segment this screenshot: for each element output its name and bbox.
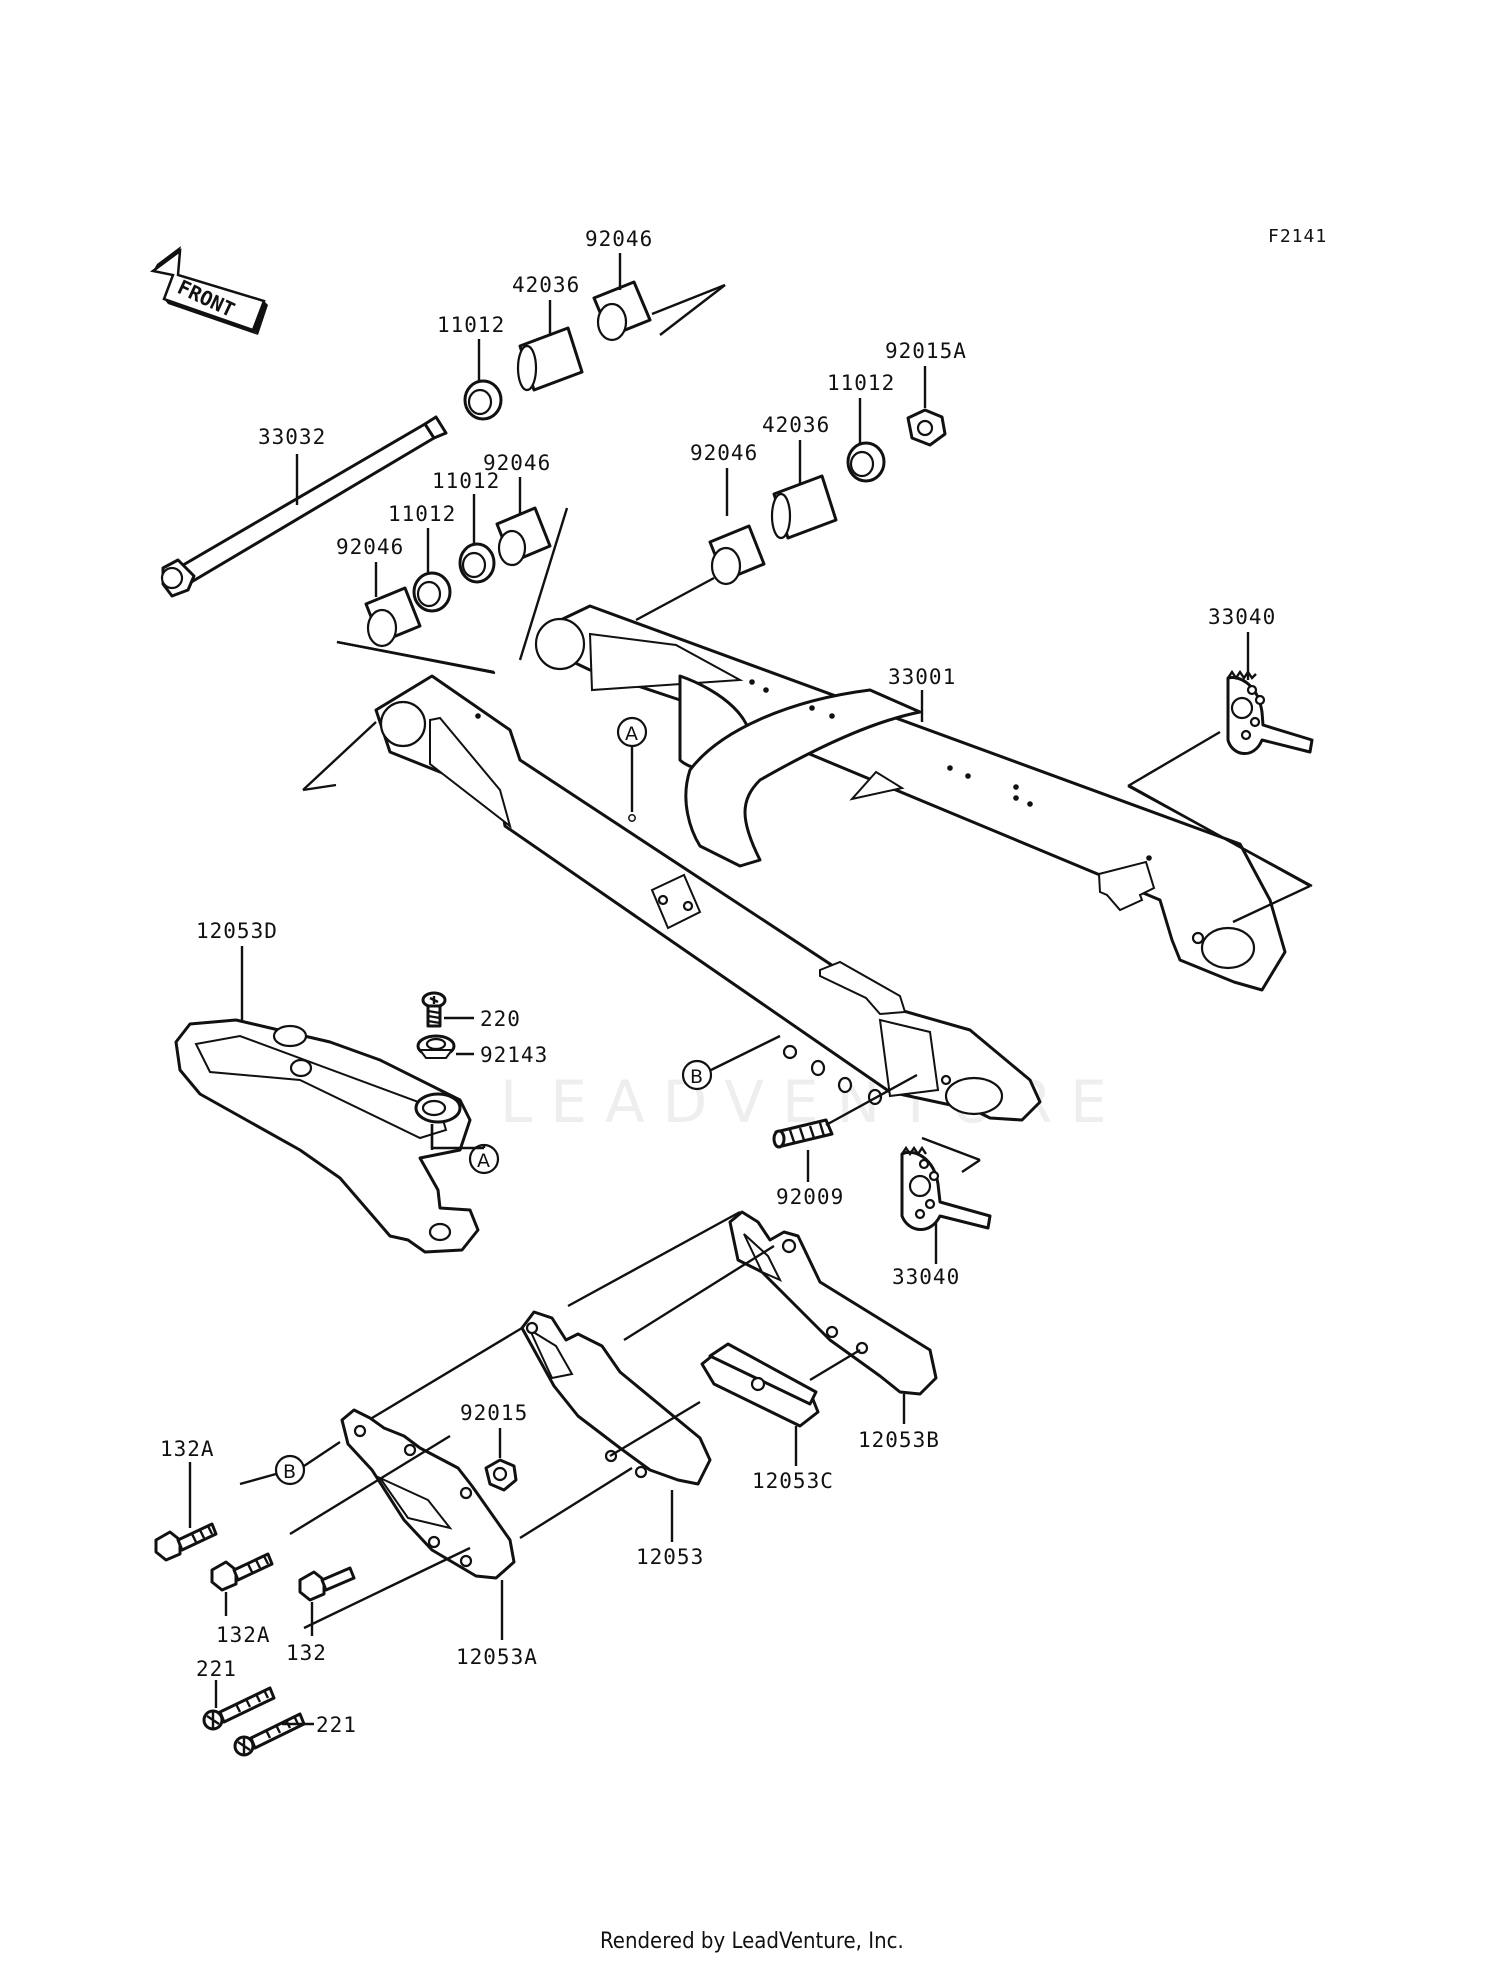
- chain-guide-12053D: [174, 1018, 480, 1254]
- callout-11012-right: 11012: [827, 371, 895, 395]
- callout-12053D: 12053D: [196, 919, 278, 943]
- front-arrow-icon: FRONT: [149, 246, 268, 335]
- bearing-92046-mid: [495, 506, 552, 567]
- seal-11012-right: [846, 441, 886, 483]
- bearing-92046-right: [708, 524, 766, 586]
- ref-marker-a-guide: A: [468, 1143, 500, 1175]
- seal-11012-mid1: [458, 542, 496, 584]
- callout-92046-top: 92046: [585, 227, 653, 251]
- washer-92143: [416, 1034, 456, 1059]
- callout-11012-mid2: 11012: [388, 502, 456, 526]
- callout-92046-right: 92046: [690, 441, 758, 465]
- svg-text:B: B: [283, 1461, 296, 1483]
- bolt-132: [298, 1566, 356, 1602]
- seal-11012-mid2: [412, 571, 452, 613]
- chain-guide-12053: [520, 1310, 712, 1486]
- chain-adjuster-33040-top: [1226, 669, 1314, 755]
- svg-text:A: A: [477, 1150, 490, 1172]
- callout-92143: 92143: [480, 1043, 548, 1067]
- callout-92015: 92015: [460, 1401, 528, 1425]
- seal-11012-top: [463, 379, 503, 421]
- ref-marker-a-swingarm: A: [616, 716, 648, 748]
- chain-guide-12053B: [728, 1210, 938, 1396]
- callout-92015A: 92015A: [885, 339, 967, 363]
- callout-132: 132: [286, 1641, 327, 1665]
- callout-12053A: 12053A: [456, 1645, 538, 1669]
- svg-text:B: B: [690, 1066, 703, 1088]
- callout-33032: 33032: [258, 425, 326, 449]
- callout-132A-top: 132A: [160, 1437, 215, 1461]
- callout-11012-mid1: 11012: [432, 469, 500, 493]
- chain-guide-12053C: [700, 1342, 820, 1428]
- pivot-shaft-33032: [160, 415, 448, 598]
- callout-42036-top: 42036: [512, 273, 580, 297]
- chain-adjuster-33040-bottom: [900, 1145, 992, 1231]
- bolt-132A-bottom: [210, 1552, 274, 1592]
- callout-92046-left: 92046: [336, 535, 404, 559]
- callout-33001: 33001: [888, 665, 956, 689]
- callout-11012-top: 11012: [437, 313, 505, 337]
- callout-221-right: 221: [316, 1713, 357, 1737]
- callout-12053B: 12053B: [858, 1428, 940, 1452]
- callout-92009: 92009: [776, 1185, 844, 1209]
- screw-221-left: [202, 1686, 276, 1731]
- callout-132A-bottom: 132A: [216, 1623, 271, 1647]
- callout-12053C: 12053C: [752, 1469, 834, 1493]
- callout-33040-bottom: 33040: [892, 1265, 960, 1289]
- nut-92015: [484, 1458, 518, 1492]
- callout-220: 220: [480, 1007, 521, 1031]
- ref-marker-b-swingarm: B: [681, 1059, 713, 1091]
- bearing-92046-left: [364, 586, 422, 648]
- bolt-132A-top: [154, 1522, 218, 1562]
- nut-92015A: [906, 408, 947, 447]
- chain-guide-12053A: [340, 1408, 516, 1580]
- ref-marker-b-plate: B: [274, 1454, 306, 1486]
- callout-12053: 12053: [636, 1545, 704, 1569]
- footer-credit: Rendered by LeadVenture, Inc.: [600, 1929, 904, 1954]
- screw-221-right: [233, 1712, 306, 1757]
- svg-text:A: A: [625, 723, 638, 745]
- screw-220: [421, 991, 447, 1028]
- callout-221-left: 221: [196, 1657, 237, 1681]
- callout-33040-top: 33040: [1208, 605, 1276, 629]
- pin-92009: [772, 1118, 834, 1149]
- collar-42036-right: [770, 474, 838, 540]
- diagram-code: F2141: [1268, 226, 1327, 247]
- bearing-92046-top: [592, 280, 652, 342]
- callout-92046-mid: 92046: [483, 451, 551, 475]
- collar-42036-top: [516, 326, 584, 392]
- callout-42036-right: 42036: [762, 413, 830, 437]
- swingarm-33001: [374, 604, 1287, 1122]
